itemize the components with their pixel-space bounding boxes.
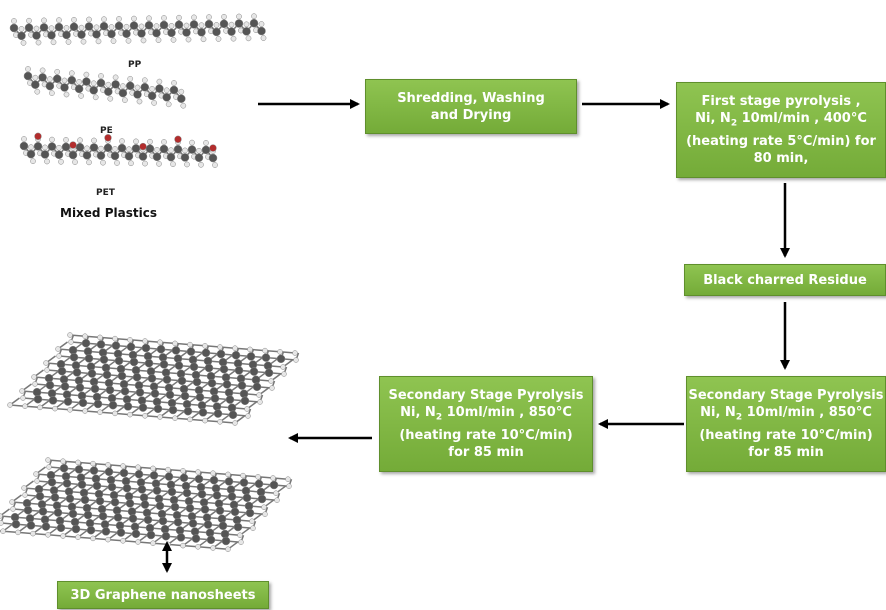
- shredding-line2: and Drying: [430, 107, 512, 123]
- black-charred-residue-box: Black charred Residue: [684, 264, 886, 296]
- shredding-box: Shredding, Washing and Drying: [365, 79, 577, 134]
- secondary-right-line1: Secondary Stage Pyrolysis: [688, 388, 884, 404]
- graphene-sheet-top: [7, 332, 300, 426]
- secondary-right-line2: Ni, N2 10ml/min , 850°C: [700, 405, 872, 423]
- pet-label: PET: [96, 188, 115, 198]
- shredding-line1: Shredding, Washing: [397, 90, 545, 106]
- pe-label: PE: [100, 126, 113, 136]
- graphene-label: 3D Graphene nanosheets: [70, 587, 256, 603]
- pp-label: PP: [128, 60, 142, 70]
- secondary-right-line3: (heating rate 10°C/min): [699, 427, 873, 443]
- secondary-stage-pyrolysis-right-box: Secondary Stage Pyrolysis Ni, N2 10ml/mi…: [686, 376, 886, 472]
- secondary-stage-pyrolysis-left-box: Secondary Stage Pyrolysis Ni, N2 10ml/mi…: [379, 376, 593, 472]
- graphene-nanosheets-box: 3D Graphene nanosheets: [57, 581, 269, 609]
- first-stage-pyrolysis-box: First stage pyrolysis , Ni, N2 10ml/min …: [676, 82, 886, 178]
- first-stage-line3: (heating rate 5°C/min) for: [686, 133, 876, 149]
- secondary-left-line1: Secondary Stage Pyrolysis: [388, 388, 584, 404]
- residue-label: Black charred Residue: [703, 272, 867, 288]
- pe-molecule: [23, 66, 187, 109]
- pet-molecule: [19, 132, 218, 168]
- first-stage-line4: 80 min,: [753, 150, 809, 166]
- mixed-plastics-caption: Mixed Plastics: [60, 206, 157, 220]
- secondary-left-line2: Ni, N2 10ml/min , 850°C: [400, 405, 572, 423]
- pp-molecule: [9, 13, 267, 46]
- first-stage-line2: Ni, N2 10ml/min , 400°C: [695, 111, 867, 129]
- first-stage-line1: First stage pyrolysis ,: [701, 94, 861, 110]
- secondary-left-line3: (heating rate 10°C/min): [399, 427, 573, 443]
- secondary-right-line4: for 85 min: [748, 444, 824, 460]
- secondary-left-line4: for 85 min: [448, 444, 524, 460]
- graphene-sheet-bottom: [0, 457, 293, 552]
